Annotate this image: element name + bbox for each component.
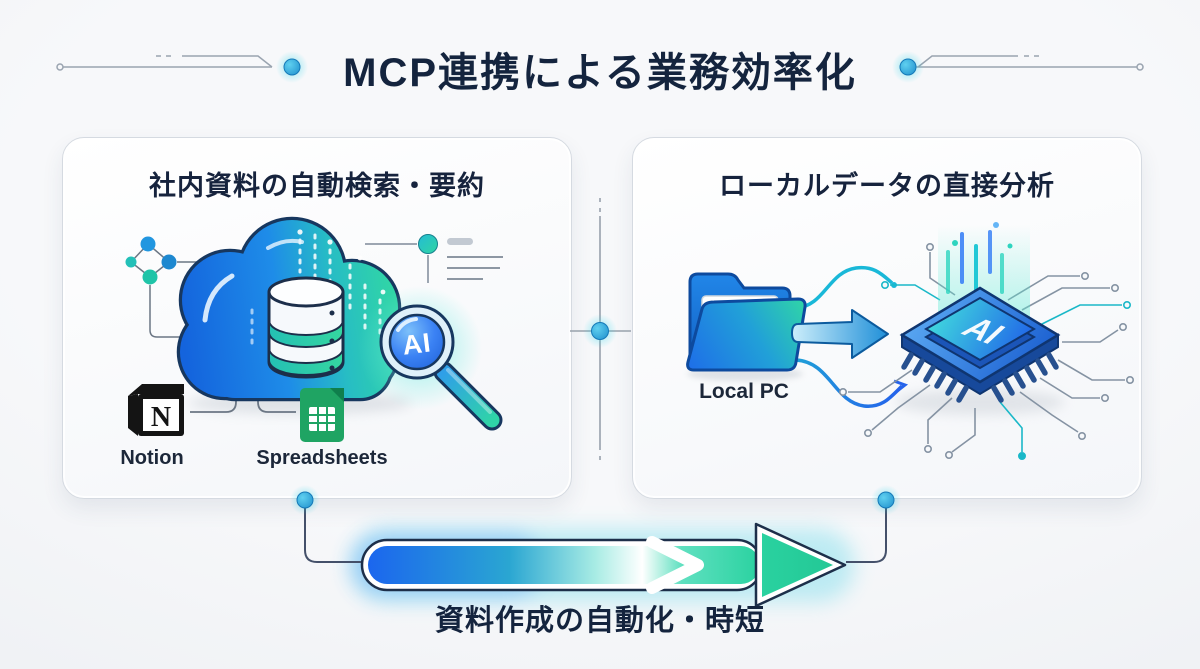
local-pc-label: Local PC	[699, 380, 789, 403]
mid-connector	[570, 198, 631, 462]
notion-label: Notion	[120, 447, 184, 469]
page-title: MCP連携による業務効率化	[343, 51, 857, 95]
right-panel: ローカルデータの直接分析	[632, 137, 1142, 499]
right-panel-title: ローカルデータの直接分析	[719, 171, 1055, 201]
flow-connectors	[304, 506, 887, 563]
chevron-icon	[646, 536, 704, 594]
connector-dot-center	[591, 322, 609, 340]
left-panel: 社内資料の自動検索・要約	[62, 137, 572, 499]
left-panel-title: 社内資料の自動検索・要約	[149, 171, 485, 201]
spreadsheets-label: Spreadsheets	[256, 447, 388, 469]
flow-caption: 資料作成の自動化・時短	[434, 605, 765, 637]
flow-arrow	[290, 485, 901, 608]
